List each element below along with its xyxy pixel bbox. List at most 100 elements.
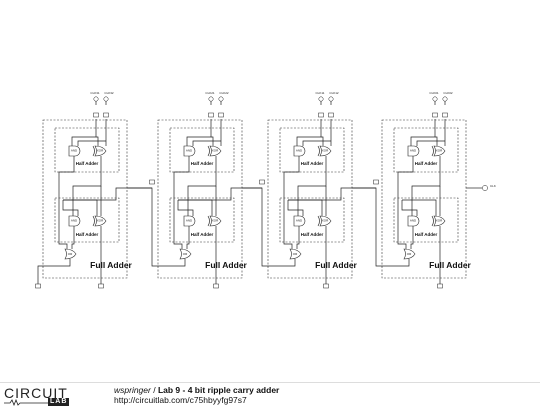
- adder-1-wire-a-xor: [211, 136, 214, 146]
- adder-3-xor-bottom: [431, 215, 446, 227]
- adder-1-half-top-label: Half Adder: [191, 161, 214, 166]
- adder-0-wire-b-and: [77, 140, 106, 146]
- adder-0-sum-node: [98, 283, 104, 289]
- adder-2-or-label: OR: [293, 252, 298, 256]
- adder-2-node-b: [328, 112, 334, 118]
- adder-1-node-b: [218, 112, 224, 118]
- adder-1-xor-top: [207, 145, 222, 157]
- adder-3-or-label: OR: [407, 252, 412, 256]
- adder-1-node-a: [208, 112, 214, 118]
- circuit-title: Lab 9 - 4 bit ripple carry adder: [157, 385, 280, 395]
- adder-1-carry-node: [149, 179, 155, 185]
- adder-1-xor-bottom-body: [209, 215, 222, 227]
- adder-1-wire-cin-and: [177, 200, 194, 216]
- adder-3-xor-top-arc: [431, 145, 434, 157]
- adder-0-cout-node: [35, 283, 41, 289]
- adder-2-wire-c1: [283, 156, 300, 249]
- adder-2-or: [289, 248, 302, 260]
- adder-0-xor-top-arc: [92, 145, 95, 157]
- adder-1-full-box: [157, 119, 243, 279]
- adder-3-input-a-circle: [432, 96, 438, 102]
- adder-2-carry-node: [259, 179, 265, 185]
- adder-0-and-bottom-body: [68, 215, 81, 227]
- adder-2-and-bottom: [293, 215, 306, 227]
- adder-3-and-top-label: AND: [410, 149, 417, 153]
- circuit-url[interactable]: http://circuitlab.com/c75hbyyfg97s7: [114, 395, 247, 405]
- adder-2-xor-top: [317, 145, 332, 157]
- adder-3-half-bottom-label: Half Adder: [415, 232, 438, 237]
- adder-1-wire-sum-mid: [187, 156, 217, 216]
- adder-1-wire-cin: [178, 199, 213, 216]
- adder-0-node-b: [103, 112, 109, 118]
- adder-1-wire-a-and: [186, 119, 212, 146]
- adder-1-half-box-top: [169, 127, 235, 173]
- adder-3-xor-top: [431, 145, 446, 157]
- adder-2-xor-top-body: [319, 145, 332, 157]
- adder-2-and-top-label: AND: [296, 149, 303, 153]
- meta-separator: /: [150, 385, 158, 395]
- circuitlab-logo[interactable]: CIRCUIT LAB: [4, 385, 104, 406]
- adder-3-xor-top-body: [433, 145, 446, 157]
- adder-0-and-top-label: AND: [71, 149, 78, 153]
- adder-2-wire-c2: [296, 226, 300, 249]
- adder-0-xor-bottom-body: [94, 215, 107, 227]
- adder-2-or-body: [289, 248, 302, 260]
- adder-0-xor-top-body: [94, 145, 107, 157]
- adder-2-and-bottom-body: [293, 215, 306, 227]
- adder-3-and-top-body: [407, 145, 420, 157]
- adder-1-half-box-bottom: [169, 197, 235, 243]
- adder-3-xor-bottom-body: [433, 215, 446, 227]
- adder-1-input-a-circle: [208, 96, 214, 102]
- adder-1-wire-c1: [173, 156, 190, 249]
- adder-2-wire-b-and: [302, 140, 331, 146]
- adder-1-xor-bottom: [207, 215, 222, 227]
- adder-1-and-top: [183, 145, 196, 157]
- adder-1-and-bottom-body: [183, 215, 196, 227]
- adder-0-xor-bottom-label: XOR: [97, 219, 104, 223]
- adder-0-and-bottom-label: AND: [71, 219, 78, 223]
- circuit-meta: wspringer / Lab 9 - 4 bit ripple carry a…: [114, 385, 279, 405]
- adder-3-input-b-label: CLK02: [443, 91, 453, 95]
- adder-3-and-bottom: [407, 215, 420, 227]
- adder-3-half-top-label: Half Adder: [415, 161, 438, 166]
- adder-3-input-a-label: CLK01: [429, 91, 439, 95]
- adder-3-wire-carry-in: [288, 187, 376, 201]
- adder-1-wire-b-and: [192, 140, 221, 146]
- adder-3-sum-node: [437, 283, 443, 289]
- adder-1-wire-carry-chain: [127, 187, 186, 267]
- adder-3-node-b: [442, 112, 448, 118]
- adder-0-xor-bottom-arc: [92, 215, 95, 227]
- adder-3-and-bottom-label: AND: [410, 219, 417, 223]
- adder-0-xor-bottom: [92, 215, 107, 227]
- adder-2-xor-bottom-body: [319, 215, 332, 227]
- adder-2-and-top-body: [293, 145, 306, 157]
- logo-text: CIRCUIT: [4, 385, 68, 401]
- adder-1-or-label: OR: [183, 252, 188, 256]
- adder-3-wire-cin: [402, 199, 437, 216]
- adder-1-xor-bottom-arc: [207, 215, 210, 227]
- adder-2-wire-cin-and: [287, 200, 304, 216]
- adder-2-wire-carry-chain: [242, 187, 296, 267]
- adder-3-wire-a-xor: [435, 136, 438, 146]
- adder-0-wire-cin-and: [62, 200, 79, 216]
- adder-2-xor-top-arc: [317, 145, 320, 157]
- author-link[interactable]: wspringer: [114, 385, 151, 395]
- adder-1-and-bottom: [183, 215, 196, 227]
- adder-2-wire-a-xor: [321, 136, 324, 146]
- final-carry-label: CLK: [490, 184, 496, 188]
- adder-2-half-bottom-label: Half Adder: [301, 232, 324, 237]
- adder-0-full-label: Full Adder: [90, 260, 132, 270]
- adder-2-node-a: [318, 112, 324, 118]
- adder-2-wire-carry-in: [178, 187, 262, 201]
- adder-0-wire-a-xor: [96, 136, 99, 146]
- adder-3-or: [403, 248, 416, 260]
- waveform-icon: [4, 399, 48, 406]
- adder-0-wire-a-and: [71, 119, 97, 146]
- adder-1-xor-top-body: [209, 145, 222, 157]
- adder-2-sum-node: [323, 283, 329, 289]
- adder-1-or-body: [179, 248, 192, 260]
- adder-3-wire-carry-chain: [352, 187, 410, 267]
- adder-0-or-label: OR: [68, 252, 73, 256]
- adder-0-or-body: [64, 248, 77, 260]
